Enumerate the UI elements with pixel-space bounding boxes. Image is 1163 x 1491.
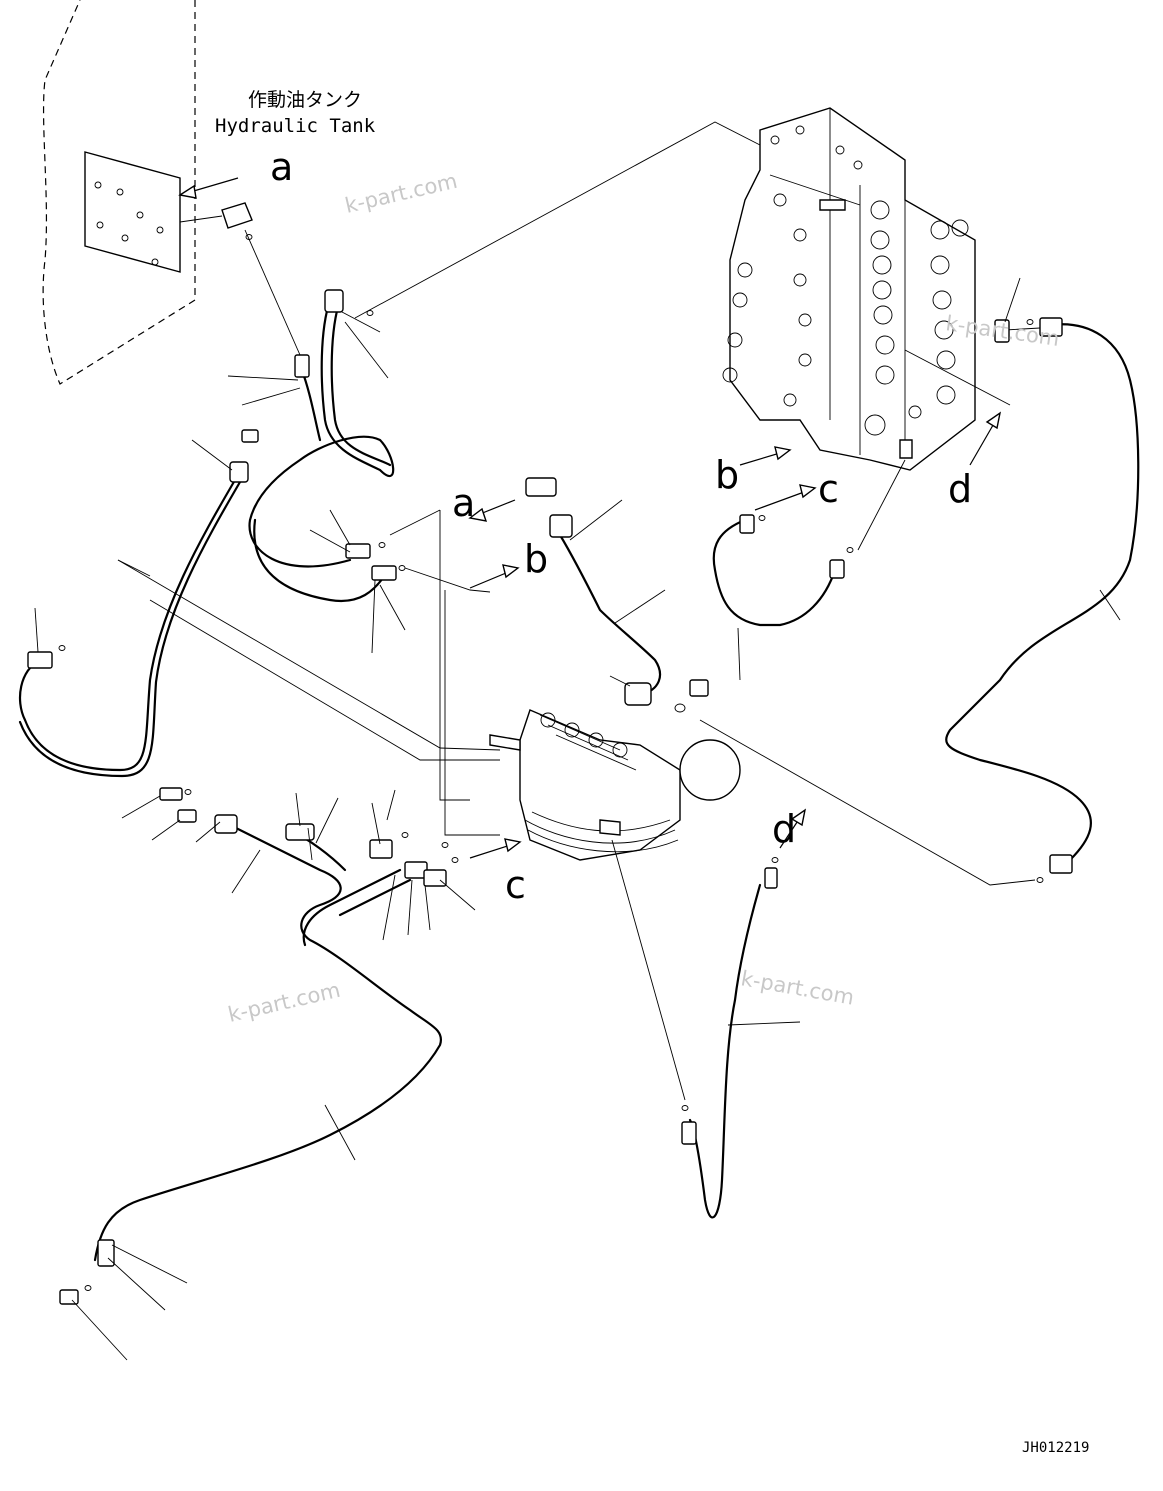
pilot-valve-block [489,709,741,861]
tank-label-jp: 作動油タンク [248,89,362,111]
drawing-code: JH012219 [1022,1440,1089,1456]
main-control-valve [722,107,976,471]
tank-label-en: Hydraulic Tank [215,115,376,137]
callout-arrows [178,177,1002,859]
fittings [27,234,1073,1305]
callout-a-tank: a [270,145,293,189]
callout-c-valve: c [818,467,839,511]
callout-a-center: a [452,481,475,525]
callout-c-pilot: c [505,863,526,907]
hydraulic-tank-outline [42,0,253,385]
callout-b-valve: b [715,453,739,497]
hoses [18,298,1140,1262]
callout-d-valve: d [948,467,972,511]
callout-d-pilot: d [772,807,796,851]
watermark: k-part.com [226,978,343,1027]
part-leader-lines [34,277,1121,1361]
callout-b-center: b [524,537,548,581]
connection-lines [117,121,1041,1101]
watermark: k-part.com [343,169,460,218]
watermark: k-part.com [739,966,856,1009]
